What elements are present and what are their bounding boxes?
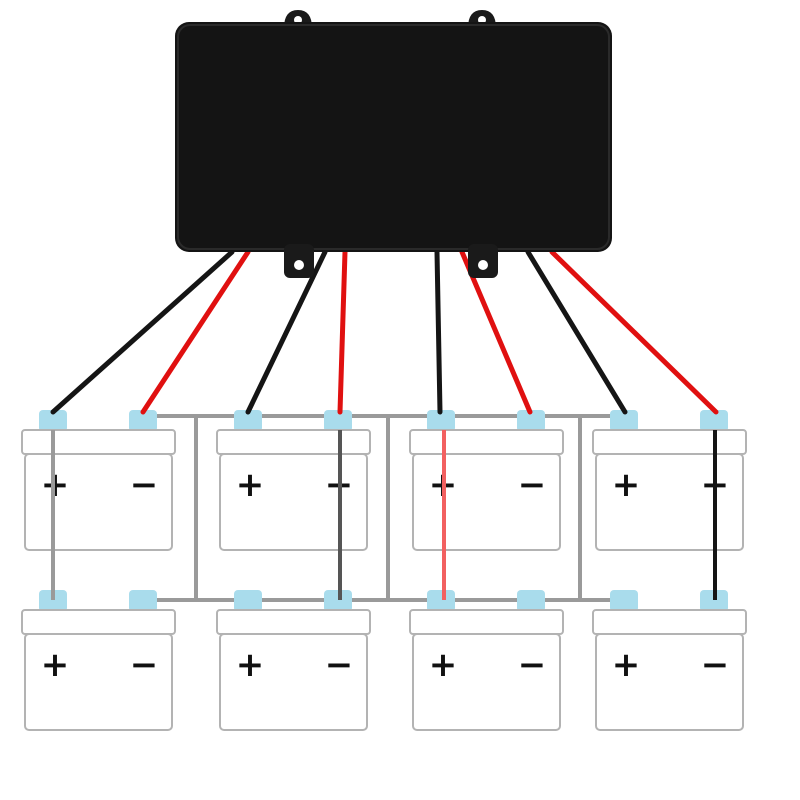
negative-terminal: [700, 410, 728, 432]
battery-body: [595, 453, 744, 551]
positive-terminal: [234, 410, 262, 432]
positive-terminal: [39, 590, 67, 612]
positive-terminal: [39, 410, 67, 432]
negative-terminal: [129, 410, 157, 432]
controller-cable-6: [459, 249, 533, 415]
battery-lid: [409, 429, 564, 455]
battery-lid: [21, 429, 176, 455]
battery-body: [412, 453, 561, 551]
positive-terminal: [610, 590, 638, 612]
negative-sign: −: [518, 645, 547, 685]
positive-sign: +: [41, 645, 70, 685]
negative-terminal: [517, 410, 545, 432]
positive-sign: +: [612, 645, 641, 685]
mounting-hole-bottom-left: [294, 260, 304, 270]
controller-cable-4: [337, 249, 348, 415]
negative-terminal: [129, 590, 157, 612]
controller-body: [175, 22, 612, 252]
battery-lid: [592, 609, 747, 635]
negative-terminal: [700, 590, 728, 612]
battery-lid: [21, 609, 176, 635]
positive-sign: +: [236, 645, 265, 685]
battery-body: [595, 633, 744, 731]
negative-terminal: [324, 410, 352, 432]
positive-terminal: [427, 590, 455, 612]
battery-r1-c1: +−: [21, 410, 176, 551]
positive-sign: +: [429, 645, 458, 685]
positive-terminal: [610, 410, 638, 432]
battery-body: [24, 633, 173, 731]
battery-body: [412, 633, 561, 731]
controller-cable-2: [140, 249, 251, 415]
controller-cable-8: [549, 249, 719, 415]
controller-cable-3: [245, 249, 328, 415]
battery-body: [219, 453, 368, 551]
battery-r2-c1: +−: [21, 590, 176, 731]
controller-cable-5: [434, 249, 443, 415]
battery-r2-c2: +−: [216, 590, 371, 731]
battery-body: [24, 453, 173, 551]
battery-lid: [409, 609, 564, 635]
positive-terminal: [427, 410, 455, 432]
battery-lid: [216, 429, 371, 455]
battery-body: [219, 633, 368, 731]
positive-sign: +: [612, 465, 641, 505]
negative-sign: −: [701, 645, 730, 685]
jumper-overlay: [51, 430, 717, 600]
junction-box-icon: [175, 10, 612, 278]
positive-sign: +: [236, 465, 265, 505]
negative-sign: −: [130, 645, 159, 685]
controller-cable-1: [50, 249, 235, 415]
negative-sign: −: [518, 465, 547, 505]
battery-r1-c2: +−: [216, 410, 371, 551]
battery-lid: [592, 429, 747, 455]
negative-terminal: [517, 590, 545, 612]
negative-sign: −: [130, 465, 159, 505]
controller-cable-7: [525, 249, 628, 415]
negative-terminal: [324, 590, 352, 612]
mounting-hole-bottom-right: [478, 260, 488, 270]
battery-r2-c4: +−: [592, 590, 747, 731]
battery-r1-c3: +−: [409, 410, 564, 551]
controller-cables: [50, 249, 719, 415]
battery-r1-c4: +−: [592, 410, 747, 551]
controller-highlight: [177, 24, 610, 250]
positive-terminal: [234, 590, 262, 612]
negative-sign: −: [325, 645, 354, 685]
battery-r2-c3: +−: [409, 590, 564, 731]
battery-lid: [216, 609, 371, 635]
